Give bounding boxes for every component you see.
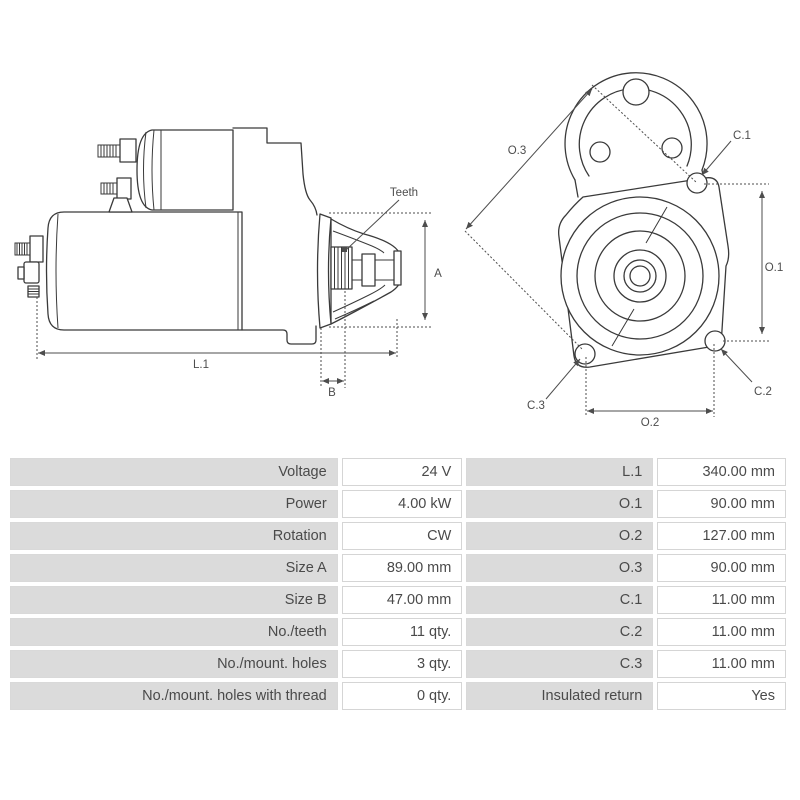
spec-row: Size B 47.00 mm C.1 11.00 mm [10,586,786,614]
spec-label-cell: O.2 [466,522,654,550]
spec-value-cell: 11.00 mm [657,650,786,678]
spec-value-cell: 11.00 mm [657,586,786,614]
spec-value-cell: 3 qty. [341,650,463,678]
dome-housing [564,72,708,198]
side-view-drawing: Teeth A L.1 B [14,127,442,399]
spec-label-cell: No./teeth [10,618,338,646]
spec-label-cell: L.1 [466,458,654,486]
bore-circles [560,196,720,356]
spec-label-cell: O.3 [466,554,654,582]
dim-label-b: B [328,387,336,399]
dim-label-teeth: Teeth [390,187,418,199]
spec-row: Power 4.00 kW O.1 90.00 mm [10,490,786,518]
spec-label-cell: C.1 [466,586,654,614]
dim-label-a: A [434,268,442,280]
spec-value-cell: 0 qty. [341,682,463,710]
spec-value-cell: 4.00 kW [341,490,463,518]
spec-row: No./teeth 11 qty. C.2 11.00 mm [10,618,786,646]
spec-value-cell: 127.00 mm [657,522,786,550]
spec-value-cell: 90.00 mm [657,490,786,518]
spec-row: No./mount. holes 3 qty. C.3 11.00 mm [10,650,786,678]
spec-value-cell: 90.00 mm [657,554,786,582]
spec-label-cell: C.3 [466,650,654,678]
dim-label-l1: L.1 [193,359,209,371]
spec-row: Rotation CW O.2 127.00 mm [10,522,786,550]
spec-row: Voltage 24 V L.1 340.00 mm [10,458,786,486]
spec-value-cell: 47.00 mm [341,586,463,614]
spec-value-cell: 11 qty. [341,618,463,646]
spec-label-cell: Power [10,490,338,518]
spec-table: Voltage 24 V L.1 340.00 mm Power 4.00 kW… [6,454,790,714]
spec-label-cell: Voltage [10,458,338,486]
spec-label-cell: C.2 [466,618,654,646]
spec-value-cell: 24 V [341,458,463,486]
spec-label-cell: No./mount. holes with thread [10,682,338,710]
spec-value-cell: 89.00 mm [341,554,463,582]
spec-value-cell: Yes [657,682,786,710]
pinion-gear [330,246,394,290]
solenoid [136,129,234,211]
spec-label-cell: Insulated return [466,682,654,710]
solenoid-support [108,197,133,213]
spec-label-cell: No./mount. holes [10,650,338,678]
spec-label-cell: Size A [10,554,338,582]
spec-value-cell: CW [341,522,463,550]
spec-value-cell: 11.00 mm [657,618,786,646]
mount-hole-c2 [704,330,726,352]
spec-row: Size A 89.00 mm O.3 90.00 mm [10,554,786,582]
spec-label-cell: O.1 [466,490,654,518]
front-view-drawing: O.3 C.1 O.1 C.2 C.3 O.2 [464,72,784,429]
motor-body [45,211,243,331]
spec-value-cell: 340.00 mm [657,458,786,486]
solenoid-studs [97,138,137,200]
dim-label-c1: C.1 [733,130,751,142]
dim-label-o1: O.1 [765,262,784,274]
drive-end-frame [232,127,318,216]
dim-label-c3: C.3 [527,400,545,412]
spec-label-cell: Rotation [10,522,338,550]
dim-label-o2: O.2 [641,417,660,429]
spec-label-cell: Size B [10,586,338,614]
technical-drawing: Teeth A L.1 B [14,72,784,429]
dim-label-o3: O.3 [508,145,527,157]
terminal-studs-left [14,235,44,298]
spec-row: No./mount. holes with thread 0 qty. Insu… [10,682,786,710]
dim-label-c2: C.2 [754,386,772,398]
mounting-flange [316,213,332,329]
